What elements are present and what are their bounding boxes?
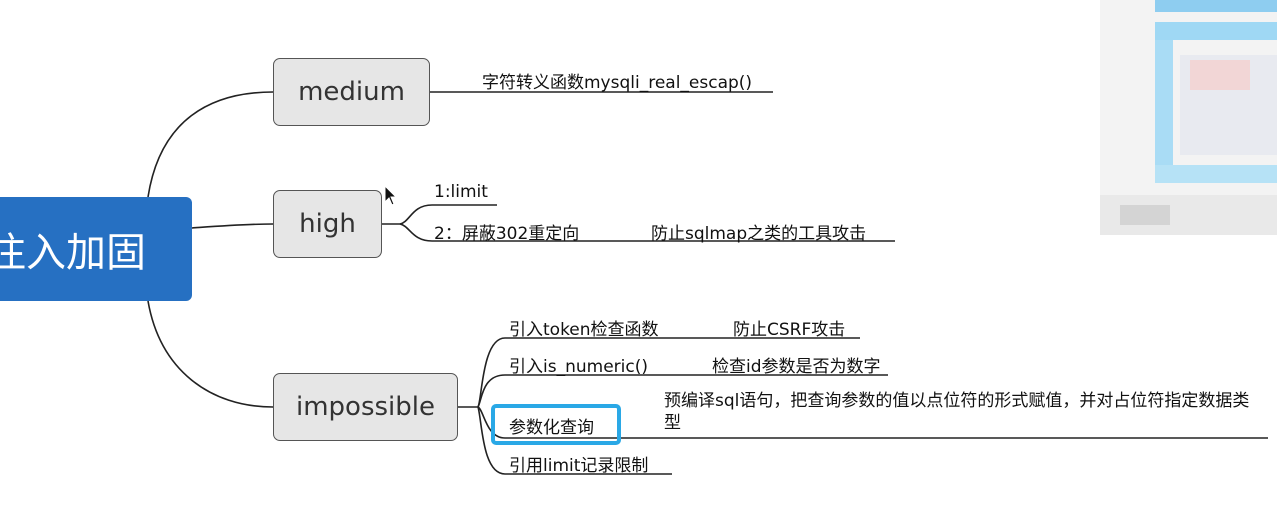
- impossible-item-1-note[interactable]: 防止CSRF攻击: [733, 320, 846, 340]
- high-item-2[interactable]: 2：屏蔽302重定向: [434, 224, 580, 244]
- preview-thumbnail: [1100, 0, 1277, 235]
- high-item-2-note[interactable]: 防止sqlmap之类的工具攻击: [651, 224, 867, 244]
- impossible-item-3-note[interactable]: 预编译sql语句，把查询参数的值以点位符的形式赋值，并对占位符指定数据类型: [664, 391, 1250, 433]
- node-medium[interactable]: medium: [273, 58, 430, 126]
- root-node[interactable]: 注入加固: [0, 197, 192, 301]
- node-high-label: high: [299, 209, 356, 239]
- impossible-item-2-note[interactable]: 检查id参数是否为数字: [712, 357, 881, 377]
- impossible-item-2[interactable]: 引入is_numeric(): [509, 357, 648, 377]
- impossible-item-1[interactable]: 引入token检查函数: [509, 320, 659, 340]
- selection-highlight: [491, 404, 621, 445]
- impossible-item-4[interactable]: 引用limit记录限制: [509, 456, 649, 476]
- medium-item-1[interactable]: 字符转义函数mysqli_real_escap(): [482, 73, 753, 93]
- node-impossible-label: impossible: [295, 392, 435, 422]
- high-item-1[interactable]: 1:limit: [434, 182, 488, 202]
- node-medium-label: medium: [298, 77, 405, 107]
- root-label: 注入加固: [0, 230, 146, 276]
- mouse-cursor-icon: [384, 185, 398, 206]
- impossible-item-3[interactable]: 参数化查询: [509, 418, 594, 438]
- node-impossible[interactable]: impossible: [273, 373, 458, 441]
- node-high[interactable]: high: [273, 190, 382, 258]
